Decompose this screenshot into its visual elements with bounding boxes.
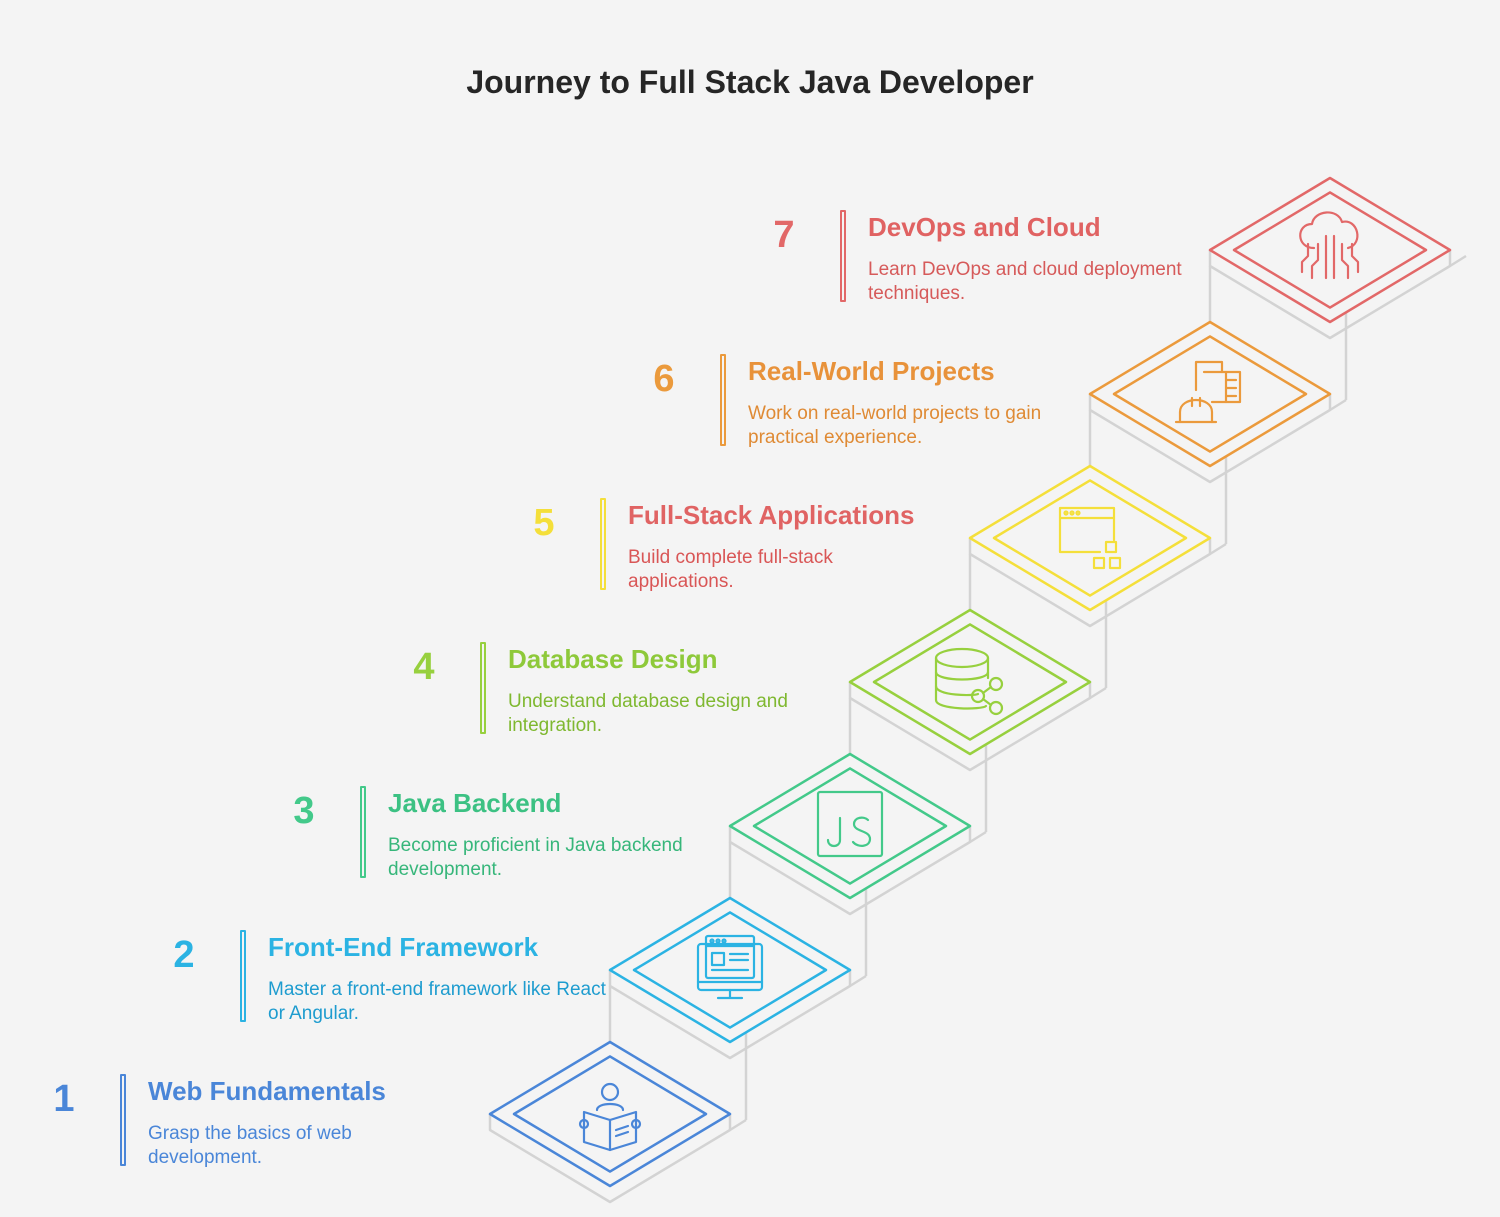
step-title: Web Fundamentals xyxy=(148,1076,386,1106)
step-tile-1 xyxy=(488,1040,732,1188)
construction-plans-icon xyxy=(1174,360,1242,424)
step-number: 3 xyxy=(293,790,315,832)
step-description: Become proficient in Java backend develo… xyxy=(388,835,683,880)
step-description: Learn DevOps and cloud deployment techni… xyxy=(868,259,1182,304)
step-number: 5 xyxy=(533,502,555,544)
step-divider xyxy=(600,498,606,590)
reading-person-icon xyxy=(578,1082,642,1152)
step-tile-6 xyxy=(1088,320,1332,468)
cloud-circuit-icon xyxy=(1299,211,1360,280)
step-number: 1 xyxy=(53,1078,75,1120)
browser-modules-icon xyxy=(1058,506,1122,570)
database-share-icon xyxy=(934,647,1004,716)
step-description: Understand database design and integrati… xyxy=(508,691,788,736)
step-divider xyxy=(120,1074,126,1166)
step-tile-2 xyxy=(608,896,852,1044)
step-title: Real-World Projects xyxy=(748,356,995,386)
step-title: DevOps and Cloud xyxy=(868,212,1101,242)
step-divider xyxy=(480,642,486,734)
step-title: Front-End Framework xyxy=(268,932,539,962)
web-monitor-icon xyxy=(696,934,764,1000)
js-badge-icon xyxy=(816,790,884,858)
step-divider xyxy=(840,210,846,302)
step-number: 7 xyxy=(773,214,795,256)
step-number: 6 xyxy=(653,358,675,400)
step-title: Database Design xyxy=(508,644,718,674)
step-number: 2 xyxy=(173,934,195,976)
step-tile-4 xyxy=(848,608,1092,756)
step-title: Java Backend xyxy=(388,788,562,818)
step-description: Grasp the basics of web development. xyxy=(148,1123,352,1168)
step-tile-3 xyxy=(728,752,972,900)
step-divider xyxy=(360,786,366,878)
step-tile-5 xyxy=(968,464,1212,612)
step-number: 4 xyxy=(413,646,435,688)
step-divider xyxy=(240,930,246,1022)
step-description: Build complete full-stack applications. xyxy=(628,547,833,592)
page-title: Journey to Full Stack Java Developer xyxy=(466,64,1034,100)
step-description: Master a front-end framework like React … xyxy=(268,979,606,1024)
step-description: Work on real-world projects to gain prac… xyxy=(748,403,1042,448)
step-divider xyxy=(720,354,726,446)
step-tile-7 xyxy=(1208,176,1452,324)
step-title: Full-Stack Applications xyxy=(628,500,915,530)
